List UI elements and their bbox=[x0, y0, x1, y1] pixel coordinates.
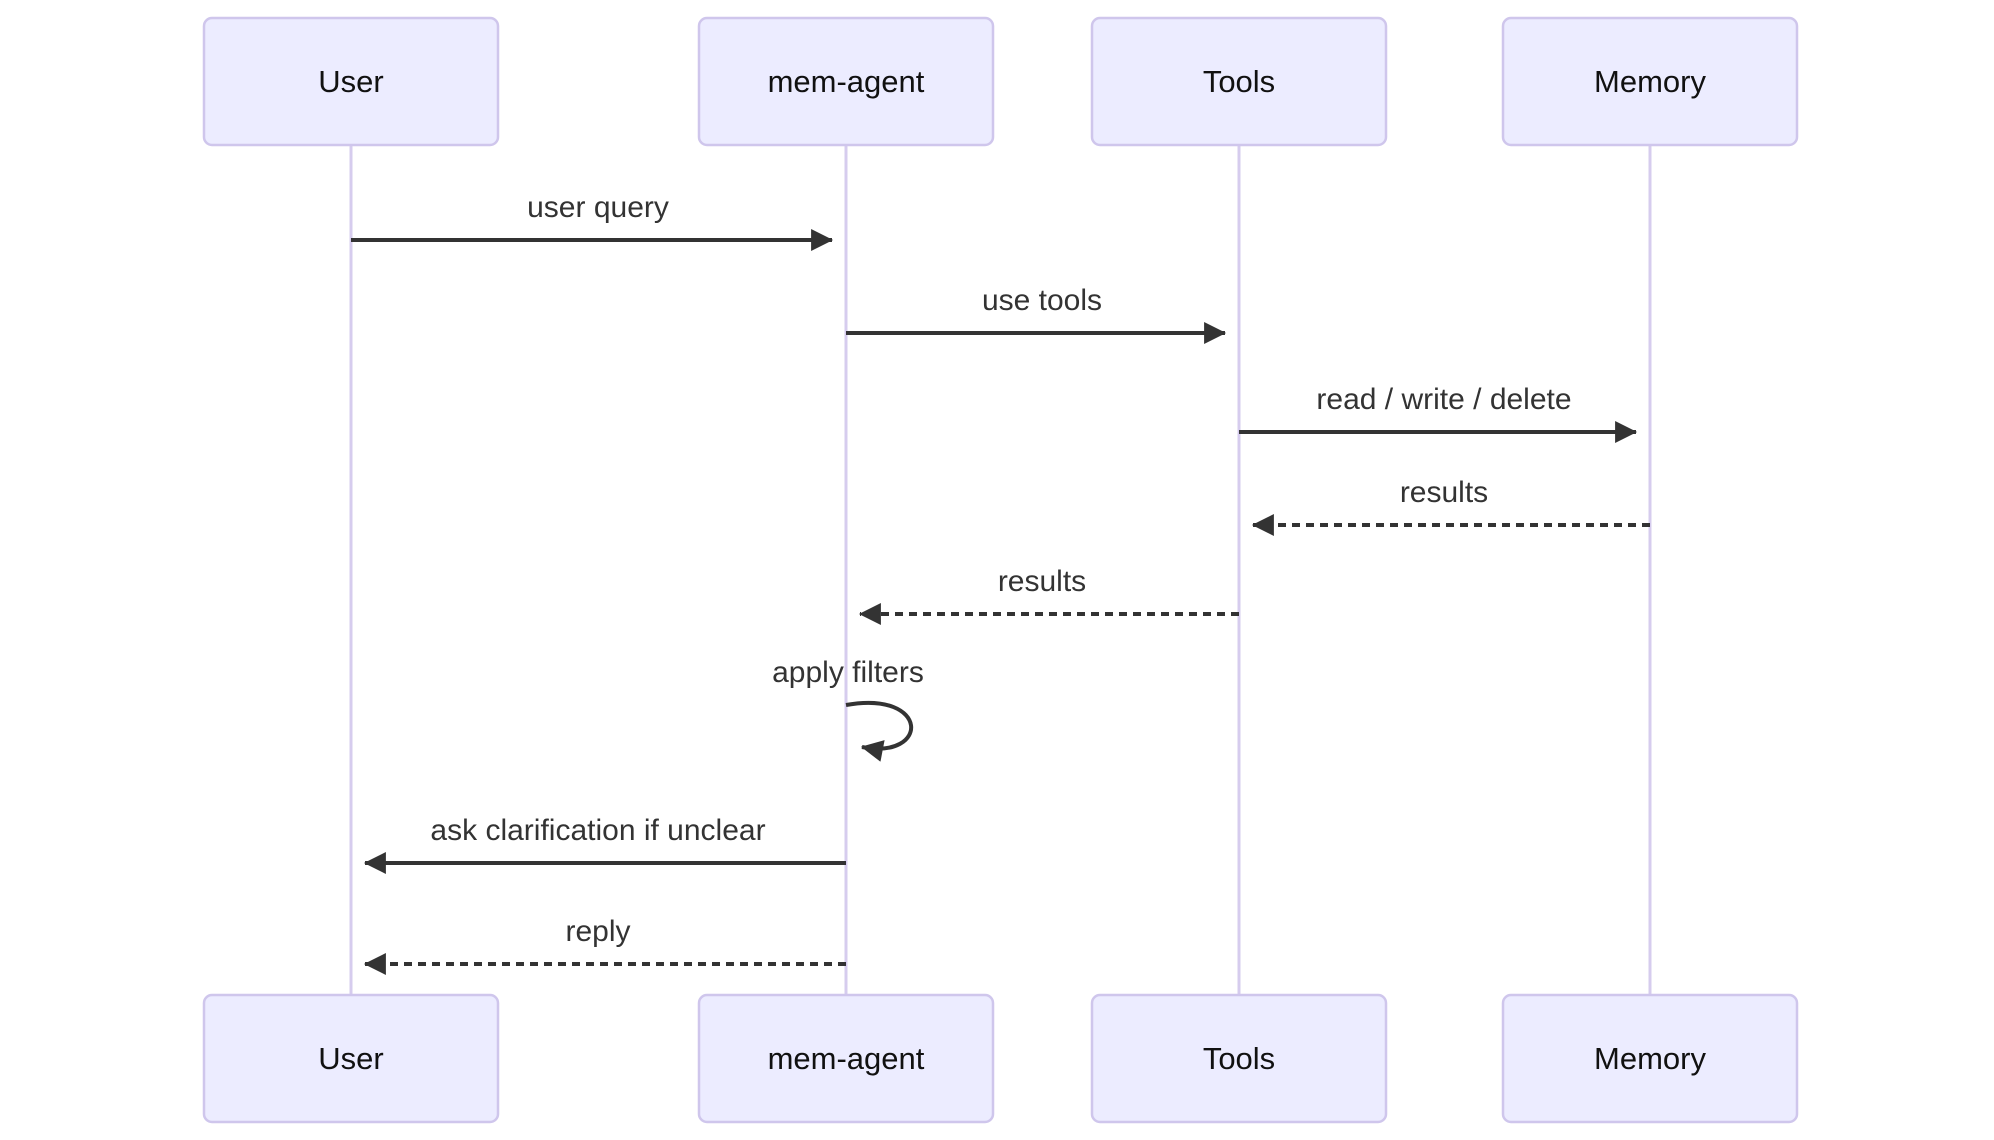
message-label: reply bbox=[565, 915, 630, 948]
actor-box bbox=[202, 993, 500, 1124]
actor-top-tools: Tools bbox=[1090, 16, 1388, 147]
actor-label: User bbox=[318, 1041, 383, 1076]
message-label: results bbox=[1400, 476, 1488, 509]
message-label: use tools bbox=[982, 284, 1102, 317]
actor-bottom-memory: Memory bbox=[1501, 993, 1799, 1124]
actor-box bbox=[697, 16, 995, 147]
message-label: results bbox=[998, 565, 1086, 598]
actor-bottom-mem-agent: mem-agent bbox=[697, 993, 995, 1124]
actor-label: Tools bbox=[1203, 1041, 1275, 1076]
actor-box bbox=[202, 16, 500, 147]
message-label: ask clarification if unclear bbox=[430, 814, 765, 847]
actor-label: Memory bbox=[1594, 1041, 1706, 1076]
actor-label: Memory bbox=[1594, 64, 1706, 99]
actor-bottom-user: User bbox=[202, 993, 500, 1124]
message-ask-clarification: ask clarification if unclear bbox=[363, 814, 846, 874]
actor-top-user: User bbox=[202, 16, 500, 147]
message-results-memory-tools: results bbox=[1251, 476, 1650, 536]
actor-top-mem-agent: mem-agent bbox=[697, 16, 995, 147]
message-read-write-delete: read / write / delete bbox=[1239, 383, 1638, 443]
actor-label: User bbox=[318, 64, 383, 99]
actor-top-memory: Memory bbox=[1501, 16, 1799, 147]
actor-bottom-tools: Tools bbox=[1090, 993, 1388, 1124]
actor-label: mem-agent bbox=[768, 1041, 925, 1076]
actor-box bbox=[1501, 993, 1799, 1124]
message-use-tools: use tools bbox=[846, 284, 1227, 344]
actor-label: Tools bbox=[1203, 64, 1275, 99]
message-reply: reply bbox=[363, 915, 846, 975]
message-label: apply filters bbox=[772, 656, 924, 689]
actor-box bbox=[1090, 993, 1388, 1124]
message-label: read / write / delete bbox=[1316, 383, 1571, 416]
actor-box bbox=[1090, 16, 1388, 147]
message-apply-filters: apply filters bbox=[772, 656, 924, 762]
message-label: user query bbox=[527, 191, 669, 224]
message-results-tools-mem-agent: results bbox=[858, 565, 1239, 625]
message-user-query: user query bbox=[351, 191, 834, 251]
arrow-self-loop bbox=[845, 701, 914, 762]
actor-label: mem-agent bbox=[768, 64, 925, 99]
actor-box bbox=[1501, 16, 1799, 147]
actor-box bbox=[697, 993, 995, 1124]
